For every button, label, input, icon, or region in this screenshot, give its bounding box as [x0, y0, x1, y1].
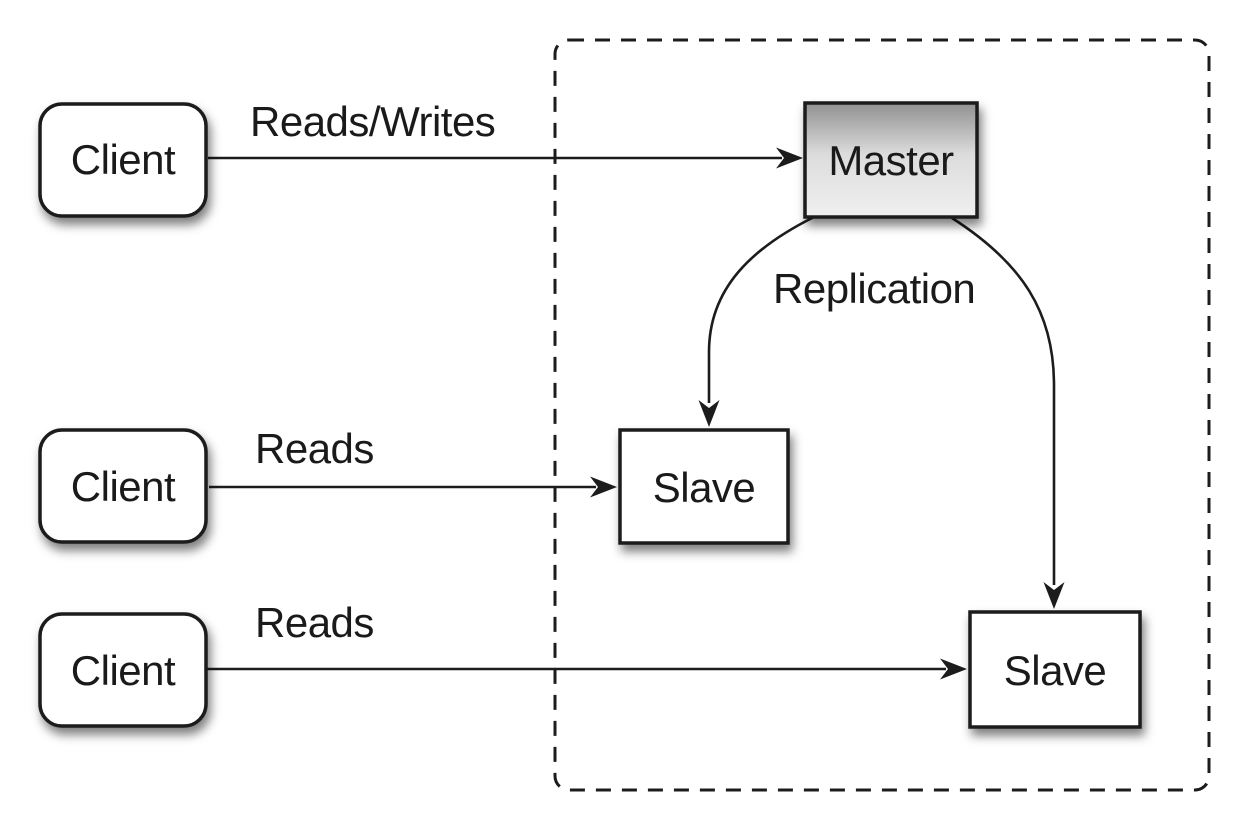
client-box	[38, 612, 208, 728]
arrowhead	[1043, 582, 1065, 609]
slave-box	[968, 610, 1142, 729]
edge-label-reads: Reads	[255, 425, 374, 472]
edge-curve	[707, 215, 815, 403]
edge-master-slave2-replication	[951, 216, 1065, 609]
arrowhead	[776, 147, 803, 169]
client-node-3: Client	[38, 612, 208, 728]
edge-client2-slave1: Reads	[209, 425, 617, 498]
edge-curve	[951, 216, 1056, 585]
edge-label-reads-writes: Reads/Writes	[250, 98, 495, 145]
arrowhead	[698, 400, 720, 427]
edge-client3-slave2: Reads	[207, 599, 967, 680]
arrowhead	[590, 476, 617, 498]
slave-box	[618, 428, 790, 545]
client-node-1: Client	[38, 102, 208, 218]
master-box	[803, 101, 979, 219]
client-box	[38, 102, 208, 218]
edge-label-replication: Replication	[773, 265, 975, 312]
slave-label: Slave	[1004, 647, 1107, 694]
slave-node-1: Slave	[618, 428, 790, 545]
client-label: Client	[71, 647, 176, 694]
arrowhead	[940, 658, 967, 680]
edge-client1-master: Reads/Writes	[208, 98, 803, 169]
replication-cluster-boundary	[553, 38, 1211, 792]
edge-label-reads: Reads	[255, 599, 374, 646]
client-label: Client	[71, 136, 176, 183]
master-node: Master	[803, 101, 979, 219]
edge-master-slave1-replication	[698, 215, 815, 427]
client-box	[38, 428, 208, 544]
client-node-2: Client	[38, 428, 208, 544]
client-label: Client	[71, 463, 176, 510]
slave-node-2: Slave	[968, 610, 1142, 729]
slave-label: Slave	[653, 464, 756, 511]
master-label: Master	[828, 137, 954, 184]
